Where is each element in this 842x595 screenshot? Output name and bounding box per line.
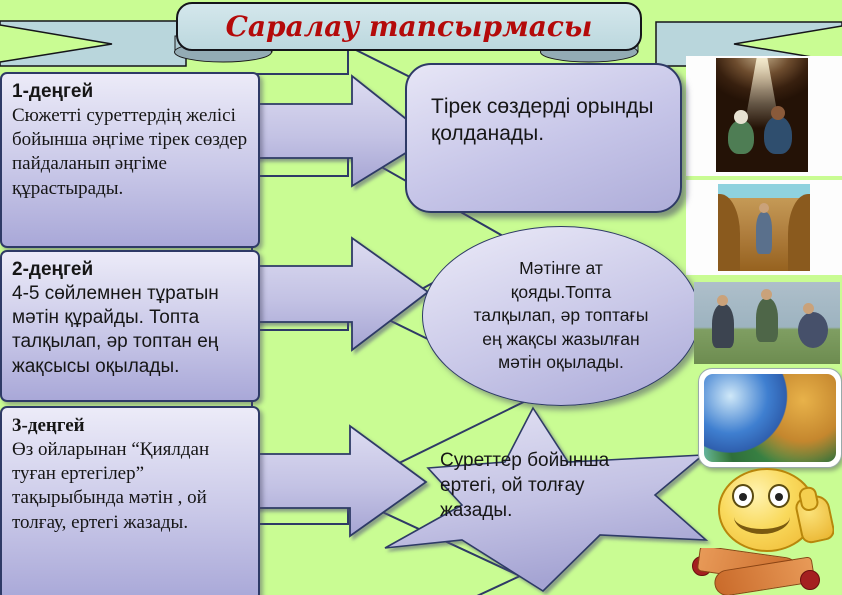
banner-tail-left <box>0 20 187 67</box>
canyon-wall-left <box>718 194 740 271</box>
walker-figure <box>756 203 772 254</box>
clapping-hands-image <box>692 548 824 595</box>
yurt-night-story-image <box>716 58 808 172</box>
canyon-wall-right <box>788 194 810 271</box>
arrow-level3-to-outcome <box>251 424 428 538</box>
level-1-body: Сюжетті суреттердің желісі бойынша әңгім… <box>12 104 248 199</box>
level-1-heading: 1-деңгей <box>12 81 94 102</box>
three-heroes-image <box>694 282 840 364</box>
thumbs-up-smiley-image <box>716 466 834 554</box>
level-3-box: 3-деңгей Өз ойларынан “Қиялдан туған ерт… <box>0 406 260 595</box>
slide-title: Саралау тапсырмасы <box>225 10 593 43</box>
storyteller-figure <box>728 110 754 154</box>
level-2-box: 2-деңгей 4-5 сөйлемнен тұратын мәтін құр… <box>0 250 260 402</box>
level-2-heading: 2-деңгей <box>12 259 94 280</box>
outcome-rounded-rectangle: Тірек сөздерді орынды қолданады. <box>405 63 682 213</box>
title-banner: Саралау тапсырмасы <box>176 2 642 51</box>
hero-figure-3 <box>798 303 828 348</box>
level-3-heading: 3-деңгей <box>12 415 85 436</box>
canyon-walker-image <box>718 184 810 271</box>
level-3-body: Өз ойларынан “Қиялдан туған ертегілер” т… <box>12 438 210 533</box>
hero-figure-1 <box>712 295 734 348</box>
hero-figure-2 <box>756 289 778 342</box>
level-2-body: 4-5 сөйлемнен тұратын мәтін құрайды. Топ… <box>12 282 219 377</box>
arrow-level1-to-outcome <box>251 74 432 188</box>
level-1-box: 1-деңгей Сюжетті суреттердің желісі бойы… <box>0 72 260 248</box>
outcome-3-text: Суреттер бойынша ертегі, ой толғау жазад… <box>440 450 610 522</box>
outcome-2-text: Мәтінге ат қояды.Топта талқылап, әр топт… <box>473 257 649 373</box>
green-arrow-row4 <box>251 494 523 595</box>
kazakh-fairytale-image <box>698 368 842 468</box>
fairytale-artwork <box>704 374 836 462</box>
outcome-oval: Мәтінге ат қояды.Топта талқылап, әр топт… <box>422 226 700 406</box>
hand-cuff-right <box>800 570 820 590</box>
listener-figure <box>764 106 792 154</box>
smiley-smile <box>734 500 790 534</box>
outcome-1-text: Тірек сөздерді орынды қолданады. <box>431 95 654 146</box>
arrow-level2-to-outcome <box>251 236 430 352</box>
